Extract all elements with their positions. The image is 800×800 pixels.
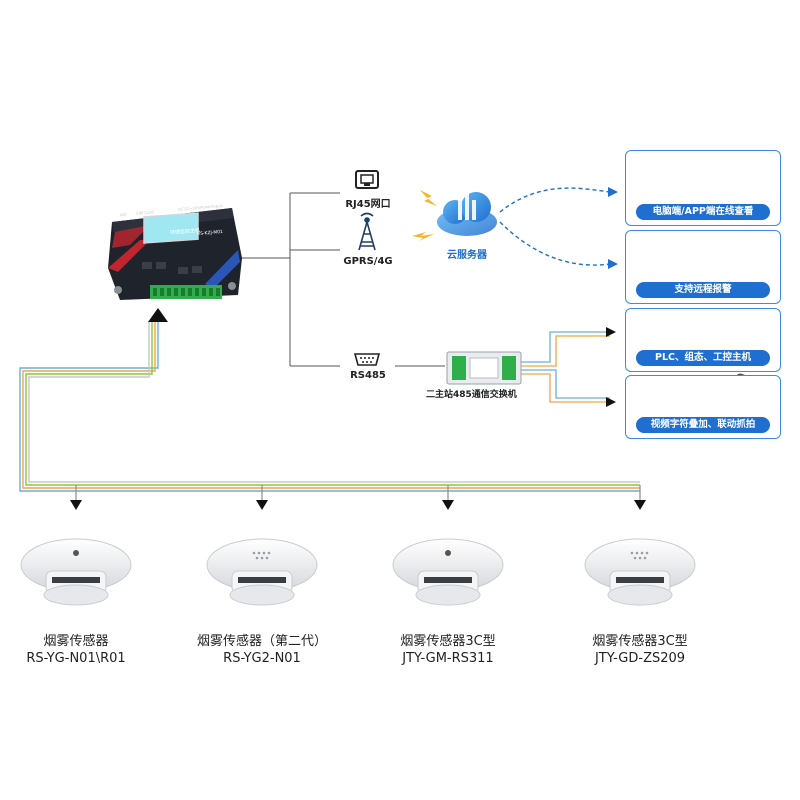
panel-online-view-label: 电脑端/APP端在线查看 [636,204,770,220]
rj45-label: RJ45网口 [345,199,391,210]
panel-remote-alarm-label: 支持远程报警 [636,282,770,298]
controller-device [108,208,242,300]
rs485-label: RS485 [350,370,386,381]
controller-port-ant: Ant [119,211,128,218]
panel-online-view: 电脑端/APP端在线查看 [625,150,781,226]
lightning-icon [412,190,437,241]
smoke-detector-icon [392,538,504,606]
sensor-model: RS-YG2-N01 [223,651,301,666]
rs485-switch-device [446,351,522,385]
sensor-label-1: 烟雾传感器 RS-YG-N01\R01 [0,633,176,667]
sensor-model: RS-YG-N01\R01 [26,651,126,666]
panel-video: 视频字符叠加、联动抓拍 [625,375,781,439]
sensor-name: 烟雾传感器（第二代） [196,634,327,649]
sensor-name: 烟雾传感器 [43,634,109,649]
sensor-bus [19,322,640,492]
smoke-detector-icon [206,538,318,606]
panel-plc: PLC、组态、工控主机 [625,308,781,372]
sensor-name: 烟雾传感器3C型 [400,634,496,649]
sensor-drops [75,485,641,500]
panel-plc-label: PLC、组态、工控主机 [636,350,770,366]
sensor-model: JTY-GM-RS311 [402,651,494,666]
cloud-server-icon [437,190,497,236]
sensor-label-2: 烟雾传感器（第二代） RS-YG2-N01 [162,633,362,667]
gprs-label: GPRS/4G [343,256,393,267]
switch-label: 二主站485通信交换机 [426,390,517,400]
bus-arrow-up [148,308,168,322]
smoke-detector-icon [20,538,132,606]
panel-video-label: 视频字符叠加、联动抓拍 [636,417,770,433]
sensor-label-3: 烟雾传感器3C型 JTY-GM-RS311 [348,633,548,667]
sensor-label-4: 烟雾传感器3C型 JTY-GD-ZS209 [540,633,740,667]
cloud-label: 云服务器 [447,250,487,261]
rs485-icon [353,353,381,366]
gprs-tower-icon [358,212,376,251]
rj45-icon [355,170,379,189]
sensor-name: 烟雾传感器3C型 [592,634,688,649]
panel-remote-alarm: 支持远程报警 [625,230,781,304]
smoke-detector-icon [584,538,696,606]
sensor-model: JTY-GD-ZS209 [594,651,686,666]
